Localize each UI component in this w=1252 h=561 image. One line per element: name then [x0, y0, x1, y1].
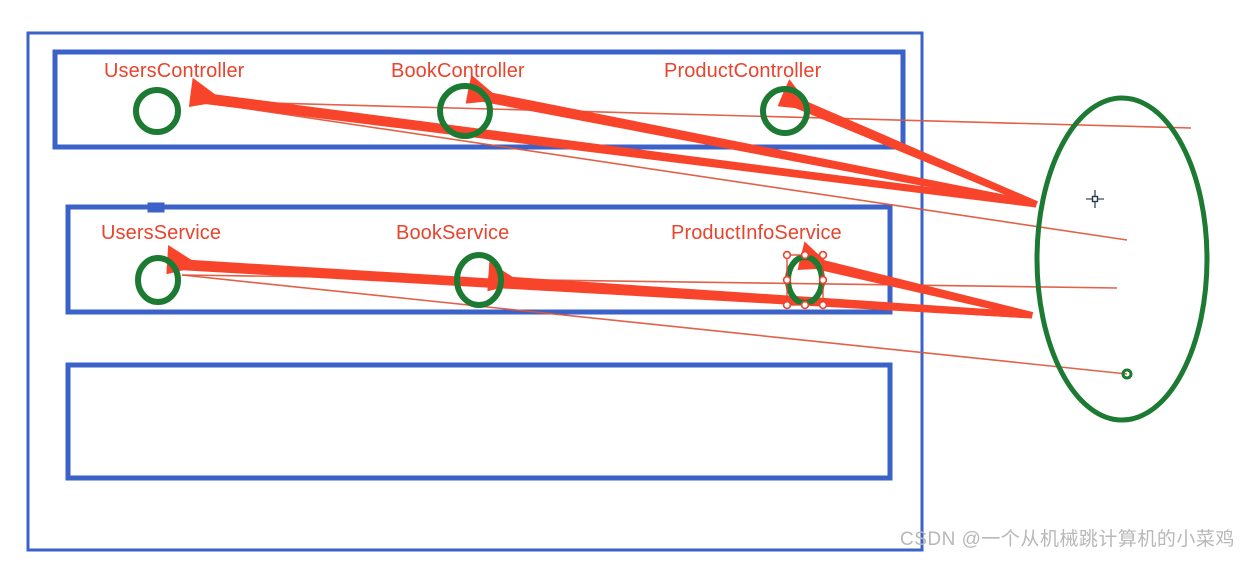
product-info-service-selection-handle-7[interactable]: [818, 300, 828, 310]
node-label-book-service: BookService: [396, 222, 510, 244]
crosshair-cursor: [1086, 190, 1104, 208]
node-circle-product-controller[interactable]: [760, 86, 810, 136]
magnifier-ellipse[interactable]: [1034, 95, 1210, 423]
service-layer[interactable]: [65, 204, 893, 315]
node-circle-book-controller[interactable]: [437, 83, 493, 139]
product-info-service-selection-handle-6[interactable]: [800, 300, 810, 310]
product-info-service-selection-handle-4[interactable]: [818, 275, 828, 285]
product-info-service-selection-handle-1[interactable]: [800, 250, 810, 260]
guide-line-1: [195, 100, 1192, 129]
node-label-users-controller: UsersController: [104, 60, 245, 82]
arrow-to-product-info-service-head: [797, 241, 833, 270]
arrow-to-book-controller-shaft: [466, 88, 1038, 208]
product-info-service-selection-handle-3[interactable]: [782, 275, 792, 285]
layer-boxes-group: [26, 31, 924, 552]
node-circle-users-service[interactable]: [135, 255, 181, 305]
controller-layer[interactable]: [52, 49, 906, 150]
arrow-to-users-controller-head: [188, 77, 224, 107]
node-label-product-info-service: ProductInfoService: [671, 222, 842, 244]
arrow-to-book-controller-head: [465, 74, 501, 104]
green-point-marker: [1121, 368, 1133, 380]
arrow-to-product-controller-shaft: [779, 91, 1038, 208]
node-label-product-controller: ProductController: [664, 60, 822, 82]
node-circle-users-controller[interactable]: [133, 87, 181, 135]
thick-arrows-group: [166, 74, 1038, 319]
guide-line-2: [195, 100, 1128, 241]
empty-layer[interactable]: [65, 362, 893, 481]
service-layer-top-handle[interactable]: [147, 202, 165, 213]
product-info-service-selection-handle-0[interactable]: [782, 250, 792, 260]
product-info-service-selection-handle-2[interactable]: [818, 250, 828, 260]
extras-group: [782, 95, 1210, 423]
arrow-to-product-info-service-shaft: [798, 254, 1034, 319]
csdn-watermark: CSDN @一个从机械跳计算机的小菜鸡: [900, 529, 1235, 550]
arrow-to-book-service-shaft: [487, 275, 1033, 319]
guide-line-4: [181, 274, 1128, 375]
node-label-users-service: UsersService: [101, 222, 222, 244]
product-info-service-selection-handle-5[interactable]: [782, 300, 792, 310]
crosshair-center: [1091, 195, 1099, 203]
node-circle-book-service[interactable]: [454, 252, 504, 308]
node-label-book-controller: BookController: [391, 60, 525, 82]
arrow-to-users-controller-shaft: [189, 91, 1037, 208]
